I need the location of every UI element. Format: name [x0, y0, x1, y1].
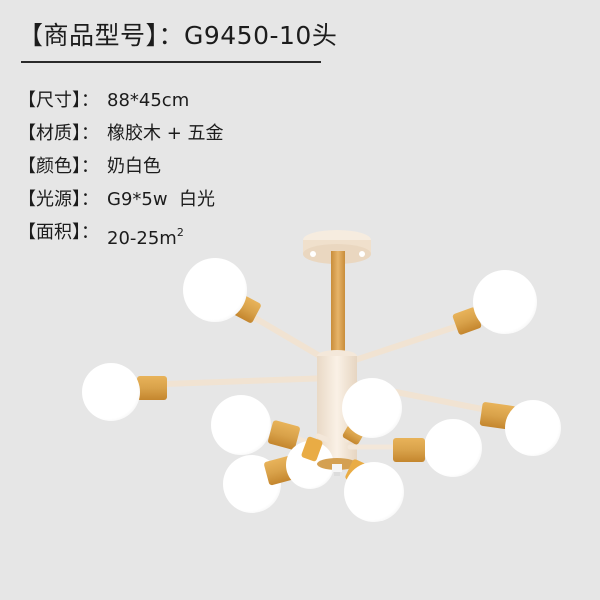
- spec-label: 【光源】：: [18, 189, 99, 210]
- spec-value: 88*45cm: [107, 90, 190, 111]
- bulb-lower-center: [286, 436, 334, 489]
- spec-list: 【尺寸】： 88*45cm 【材质】： 橡胶木 + 五金 【颜色】： 奶白色 【…: [18, 84, 224, 255]
- area-value: 20-25m: [107, 228, 177, 249]
- bulb-center-front: [342, 378, 402, 445]
- bulb-lower-right: [344, 459, 404, 522]
- spec-row-area: 【面积】： 20-25m2: [18, 216, 224, 255]
- spec-row-material: 【材质】： 橡胶木 + 五金: [18, 117, 224, 150]
- bulb-far-left: [82, 363, 167, 421]
- body-bottom-cap: [317, 458, 357, 476]
- area-superscript: 2: [176, 226, 184, 239]
- bulb-upper-left: [183, 258, 261, 323]
- wooden-rod: [331, 251, 345, 351]
- spec-row-light-source: 【光源】： G9*5w 白光: [18, 183, 224, 216]
- spec-row-color: 【颜色】： 奶白色: [18, 150, 224, 183]
- spec-value: 20-25m2: [107, 216, 184, 255]
- bulb-far-right: [479, 400, 561, 456]
- ceiling-canopy: [303, 230, 371, 264]
- product-model-title: 【商品型号】：G9450-10头: [18, 21, 338, 50]
- bulb-upper-right: [452, 270, 537, 335]
- spec-value: G9*5w 白光: [107, 189, 216, 210]
- spec-label: 【颜色】：: [18, 156, 99, 177]
- spec-label: 【面积】：: [18, 222, 99, 243]
- bulb-left-middle: [211, 395, 300, 455]
- title-underline: [21, 61, 321, 63]
- spec-row-size: 【尺寸】： 88*45cm: [18, 84, 224, 117]
- bulb-right-middle: [393, 419, 482, 477]
- spec-label: 【尺寸】：: [18, 90, 99, 111]
- spec-label: 【材质】：: [18, 123, 99, 144]
- spec-value: 橡胶木 + 五金: [107, 123, 224, 144]
- spec-value: 奶白色: [107, 156, 161, 177]
